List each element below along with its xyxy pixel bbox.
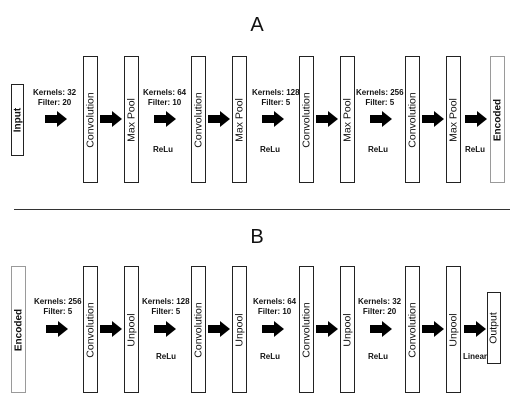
- divider: [14, 209, 510, 210]
- unpool-block-b1: Unpool: [124, 266, 139, 393]
- kernels-label: Kernels: 256: [356, 88, 404, 97]
- block-label: Convolution: [192, 91, 204, 148]
- kernels-label: Kernels: 64: [143, 88, 187, 97]
- encoded-block-b: Encoded: [11, 266, 26, 393]
- block-label: Unpool: [341, 312, 353, 347]
- kernels-label: Kernels: 32: [33, 88, 77, 97]
- filter-label: Filter: 10: [257, 306, 292, 316]
- block-label: Max Pool: [341, 97, 353, 142]
- block-label: Convolution: [300, 91, 312, 148]
- filter-label: Filter: 20: [362, 306, 397, 316]
- activation-label: Linear: [463, 352, 488, 361]
- block-label: Convolution: [84, 91, 96, 148]
- conv-block-b3: Convolution: [299, 266, 314, 393]
- arrow-right-icon: [464, 321, 486, 337]
- filter-label: Filter: 20: [37, 97, 72, 107]
- maxpool-block-a1: Max Pool: [124, 56, 139, 183]
- block-label: Convolution: [406, 91, 418, 148]
- activation-label: ReLu: [368, 352, 388, 361]
- block-label: Encoded: [13, 308, 24, 351]
- block-label: Unpool: [447, 312, 459, 347]
- block-label: Output: [487, 312, 500, 344]
- arrow-right-icon: [262, 321, 284, 337]
- conv-block-b2: Convolution: [191, 266, 206, 393]
- arrow-right-icon: [208, 111, 230, 127]
- block-label: Unpool: [125, 312, 137, 347]
- arrow-right-icon: [208, 321, 230, 337]
- unpool-block-b2: Unpool: [232, 266, 247, 393]
- conv-block-b4: Convolution: [405, 266, 420, 393]
- arrow-right-icon: [46, 321, 68, 337]
- arrow-right-icon: [100, 111, 122, 127]
- kernels-label: Kernels: 64: [253, 297, 297, 306]
- block-label: Convolution: [406, 301, 418, 358]
- block-label: Encoded: [492, 98, 503, 141]
- arrow-right-icon: [422, 321, 444, 337]
- block-label: Convolution: [300, 301, 312, 358]
- kernels-label: Kernels: 128: [252, 88, 300, 97]
- block-label: Max Pool: [447, 97, 459, 142]
- arrow-right-icon: [154, 111, 176, 127]
- filter-label: Filter: 10: [147, 97, 182, 107]
- block-label: Max Pool: [233, 97, 245, 142]
- encoded-block-a: Encoded: [490, 56, 505, 183]
- conv-block-a2: Convolution: [191, 56, 206, 183]
- block-label: Convolution: [192, 301, 204, 358]
- conv-block-b1: Convolution: [83, 266, 98, 393]
- arrow-right-icon: [370, 111, 392, 127]
- conv-block-a3: Convolution: [299, 56, 314, 183]
- unpool-block-b4: Unpool: [446, 266, 461, 393]
- unpool-block-b3: Unpool: [340, 266, 355, 393]
- conv-block-a4: Convolution: [405, 56, 420, 183]
- arrow-right-icon: [154, 321, 176, 337]
- block-label: Convolution: [84, 301, 96, 358]
- input-block: Input: [11, 84, 24, 156]
- arrow-right-icon: [316, 321, 338, 337]
- activation-label: ReLu: [465, 145, 485, 154]
- kernels-label: Kernels: 256: [34, 297, 82, 306]
- kernels-label: Kernels: 128: [142, 297, 190, 306]
- kernels-label: Kernels: 32: [358, 297, 402, 306]
- block-label: Unpool: [233, 312, 245, 347]
- activation-label: ReLu: [260, 145, 280, 154]
- filter-label: Filter: 5: [261, 97, 291, 107]
- arrow-right-icon: [316, 111, 338, 127]
- block-label: Max Pool: [125, 97, 137, 142]
- conv-block-a1: Convolution: [83, 56, 98, 183]
- arrow-right-icon: [370, 321, 392, 337]
- activation-label: ReLu: [156, 352, 176, 361]
- filter-label: Filter: 5: [43, 306, 73, 316]
- block-label: Input: [12, 107, 23, 133]
- arrow-right-icon: [45, 111, 67, 127]
- arrow-right-icon: [422, 111, 444, 127]
- output-block: Output: [487, 292, 501, 364]
- maxpool-block-a3: Max Pool: [340, 56, 355, 183]
- activation-label: ReLu: [368, 145, 388, 154]
- arrow-right-icon: [465, 111, 487, 127]
- arrow-right-icon: [262, 111, 284, 127]
- activation-label: ReLu: [260, 352, 280, 361]
- panel-a-title: A: [250, 14, 264, 36]
- panel-b-title: B: [250, 226, 264, 248]
- filter-label: Filter: 5: [365, 97, 395, 107]
- filter-label: Filter: 5: [151, 306, 181, 316]
- arrow-right-icon: [100, 321, 122, 337]
- maxpool-block-a4: Max Pool: [446, 56, 461, 183]
- activation-label: ReLu: [153, 145, 173, 154]
- maxpool-block-a2: Max Pool: [232, 56, 247, 183]
